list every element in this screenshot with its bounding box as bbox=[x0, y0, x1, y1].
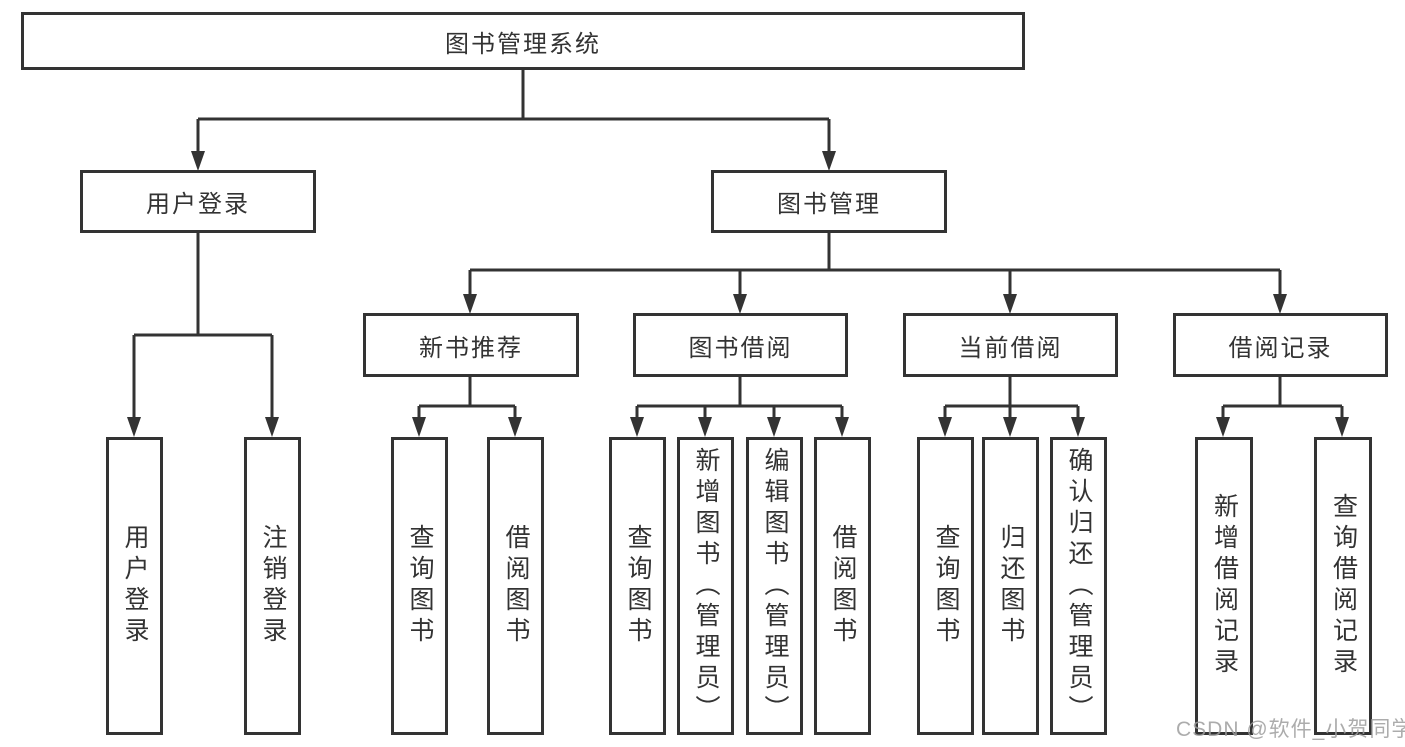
leaf-edit-books-admin: 编辑图书（管理员） bbox=[746, 437, 803, 735]
leaf-query-books-borrow: 查询图书 bbox=[609, 437, 666, 735]
node-current-borrowing: 当前借阅 bbox=[903, 313, 1118, 377]
leaf-query-borrow-record: 查询借阅记录 bbox=[1314, 437, 1372, 735]
node-user-login: 用户登录 bbox=[80, 170, 316, 233]
node-book-borrowing: 图书借阅 bbox=[633, 313, 848, 377]
leaf-query-books-recommend: 查询图书 bbox=[391, 437, 448, 735]
leaf-query-books-current: 查询图书 bbox=[917, 437, 974, 735]
node-root-system: 图书管理系统 bbox=[21, 12, 1025, 70]
leaf-add-books-admin: 新增图书（管理员） bbox=[677, 437, 734, 735]
node-borrowing-records: 借阅记录 bbox=[1173, 313, 1388, 377]
leaf-logout: 注销登录 bbox=[244, 437, 301, 735]
leaf-add-borrow-record: 新增借阅记录 bbox=[1195, 437, 1253, 735]
node-new-book-recommendation: 新书推荐 bbox=[363, 313, 579, 377]
leaf-confirm-return-admin: 确认归还（管理员） bbox=[1050, 437, 1107, 735]
node-book-management: 图书管理 bbox=[711, 170, 947, 233]
leaf-borrow-books-recommend: 借阅图书 bbox=[487, 437, 544, 735]
csdn-watermark: CSDN @软件_小贺同学 bbox=[1176, 718, 1405, 741]
leaf-borrow-books: 借阅图书 bbox=[814, 437, 871, 735]
leaf-user-login: 用户登录 bbox=[106, 437, 163, 735]
arrowheads bbox=[127, 151, 1349, 437]
leaf-return-books: 归还图书 bbox=[982, 437, 1039, 735]
